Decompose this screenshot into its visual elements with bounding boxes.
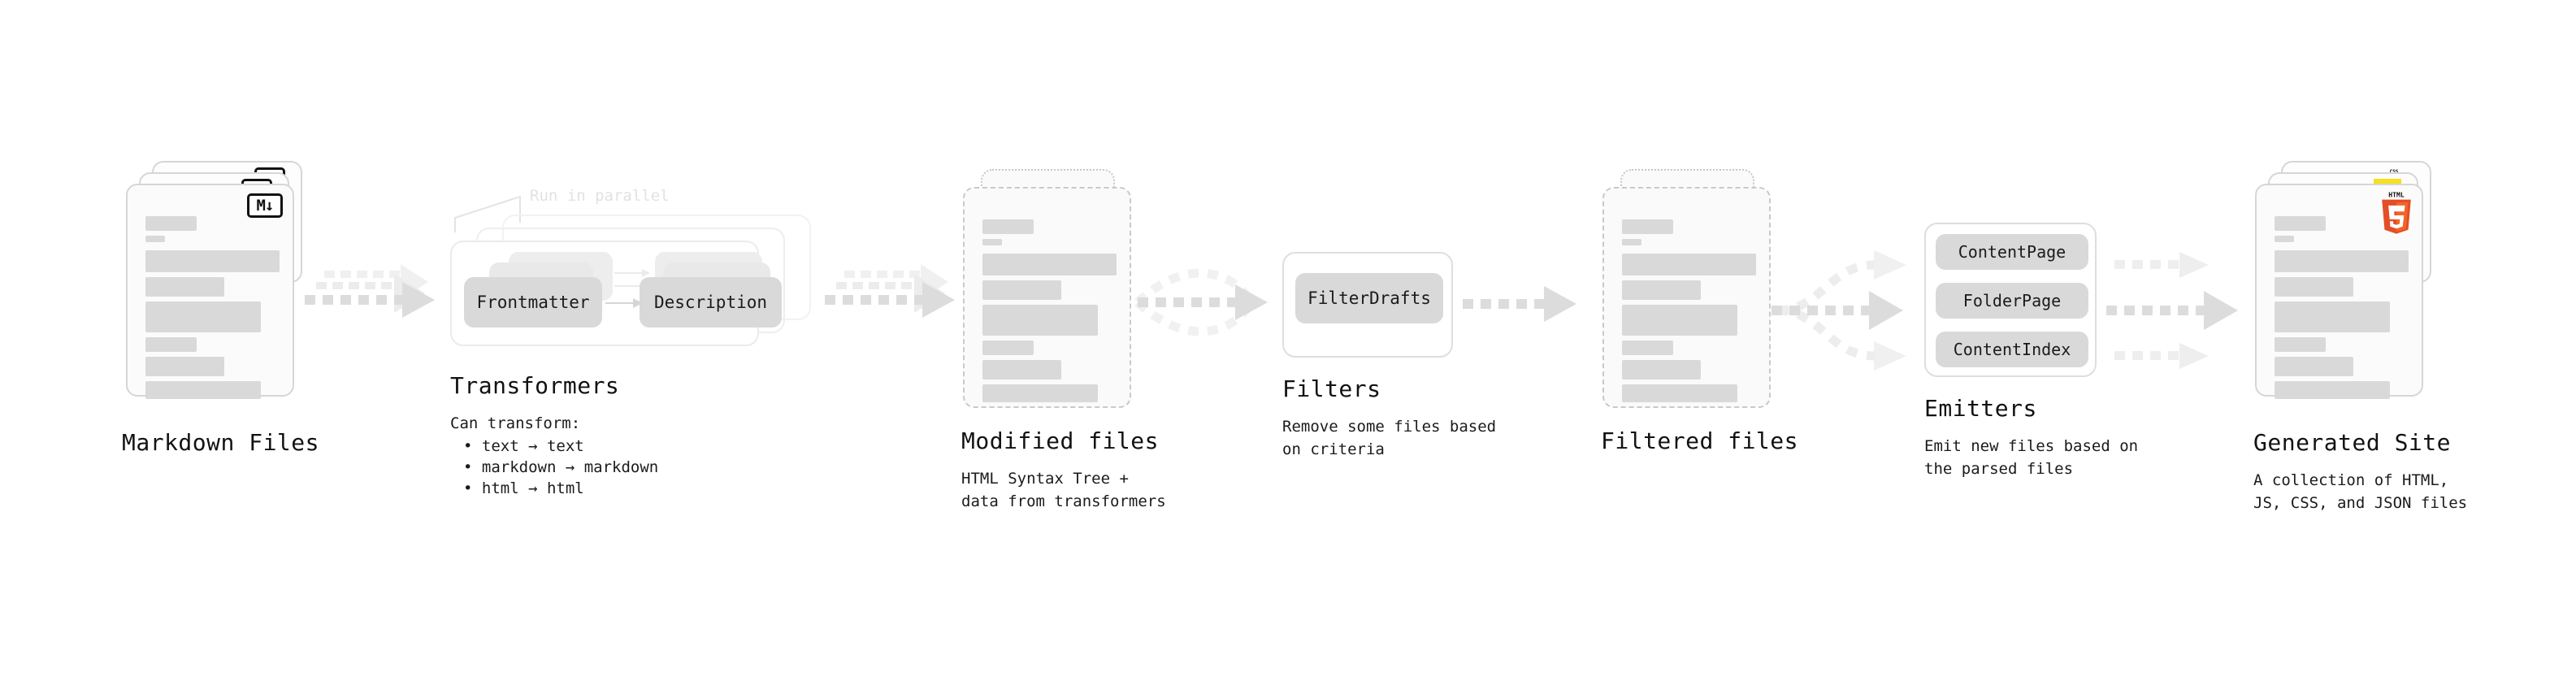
emitter-node-contentindex[interactable]: ContentIndex xyxy=(1936,332,2088,367)
filter-node-filterdrafts[interactable]: FilterDrafts xyxy=(1295,273,1443,323)
stage-modified-files: Modified files HTML Syntax Tree + data f… xyxy=(961,169,1166,510)
skeleton-bar xyxy=(2275,301,2390,332)
markdown-badge-front: M↓ xyxy=(247,193,283,218)
html5-icon: HTML xyxy=(2382,191,2411,234)
stage-title-emitters: Emitters xyxy=(1924,395,2037,422)
stage-title-generated-site: Generated Site xyxy=(2253,429,2452,456)
skeleton-bar xyxy=(1622,280,1701,300)
skeleton-bar xyxy=(982,280,1061,300)
transformer-bullet-0: • text → text xyxy=(463,437,584,455)
filtered-card-front xyxy=(1602,187,1771,408)
arrow-transformers-to-modified xyxy=(825,264,955,318)
stage-subtitle-transformers: Can transform: xyxy=(450,414,581,432)
site-card-stack: CSS HTML xyxy=(2255,161,2442,421)
skeleton-bar xyxy=(145,301,261,332)
stage-title-filtered-files: Filtered files xyxy=(1601,427,1799,454)
skeleton-bar xyxy=(1622,239,1641,245)
modified-card-front xyxy=(963,187,1131,408)
transformer-node-description[interactable]: Description xyxy=(640,277,782,327)
skeleton-bar xyxy=(145,236,165,242)
skeleton-bar xyxy=(2275,381,2390,399)
svg-text:HTML: HTML xyxy=(2388,191,2405,198)
skeleton-bar xyxy=(2275,277,2353,297)
stage-subtitle-filters: Remove some files based on criteria xyxy=(1282,418,1497,458)
transformer-node-frontmatter[interactable]: Frontmatter xyxy=(464,277,602,327)
emitter-node-folderpage[interactable]: FolderPage xyxy=(1936,283,2088,319)
skeleton-bar xyxy=(982,384,1098,402)
arrow-filters-to-filtered xyxy=(1463,286,1576,322)
emitter-node-contentpage[interactable]: ContentPage xyxy=(1936,234,2088,270)
arrow-markdown-to-transformers xyxy=(305,264,435,318)
css-badge-label: CSS xyxy=(2383,169,2405,175)
skeleton-bar xyxy=(2275,250,2409,272)
emitters-group-box: ContentPage FolderPage ContentIndex xyxy=(1924,223,2097,377)
skeleton-bar xyxy=(1622,305,1737,336)
skeleton-bar xyxy=(1622,254,1756,275)
skeleton-bar xyxy=(1622,219,1673,234)
stage-title-modified-files: Modified files xyxy=(961,427,1160,454)
arrow-modified-to-filters xyxy=(1134,268,1268,336)
skeleton-bar xyxy=(982,239,1002,245)
skeleton-bar xyxy=(982,219,1034,234)
arrow-emitters-to-site xyxy=(2106,252,2238,369)
skeleton-bar xyxy=(1622,340,1673,355)
stage-subtitle-modified-files: HTML Syntax Tree + data from transformer… xyxy=(961,470,1166,510)
skeleton-bar xyxy=(2275,216,2326,231)
skeleton-bar xyxy=(982,305,1098,336)
markdown-card-stack: M↓ M↓ M↓ xyxy=(126,161,305,421)
skeleton-bar xyxy=(145,381,261,399)
arrow-filtered-to-emitters xyxy=(1772,250,1906,371)
skeleton-bar xyxy=(982,254,1117,275)
skeleton-bar xyxy=(145,250,280,272)
skeleton-bar xyxy=(2275,357,2353,376)
skeleton-bar xyxy=(145,357,224,376)
stage-subtitle-generated-site: A collection of HTML, JS, CSS, and JSON … xyxy=(2253,471,2468,512)
stage-filtered-files: Filtered files xyxy=(1601,169,1798,454)
site-card-front: HTML xyxy=(2255,184,2423,399)
transformer-bullet-2: • html → html xyxy=(463,479,584,497)
skeleton-bar xyxy=(145,216,197,231)
stage-markdown-files: M↓ M↓ M↓ Markdown Files xyxy=(122,161,319,456)
transformer-bullet-1: • markdown → markdown xyxy=(463,458,659,476)
annotation-run-in-parallel: Run in parallel xyxy=(530,187,670,205)
skeleton-bar xyxy=(2275,337,2326,352)
stage-generated-site: CSS HTML G xyxy=(2253,161,2467,512)
filtered-card-stack xyxy=(1602,169,1781,437)
skeleton-bar xyxy=(1622,384,1737,402)
skeleton-bar xyxy=(145,337,197,352)
filters-group-box: FilterDrafts xyxy=(1282,252,1453,358)
skeleton-bar xyxy=(982,360,1061,380)
modified-card-stack xyxy=(963,169,1142,437)
markdown-card-front: M↓ xyxy=(126,184,294,399)
skeleton-bar xyxy=(2275,236,2294,242)
stage-title-markdown-files: Markdown Files xyxy=(122,429,320,456)
skeleton-bar xyxy=(145,277,224,297)
skeleton-bar xyxy=(1622,360,1701,380)
skeleton-bar xyxy=(982,340,1034,355)
stage-subtitle-emitters: Emit new files based on the parsed files xyxy=(1924,437,2139,478)
stage-title-filters: Filters xyxy=(1282,375,1381,402)
stage-title-transformers: Transformers xyxy=(450,372,620,399)
